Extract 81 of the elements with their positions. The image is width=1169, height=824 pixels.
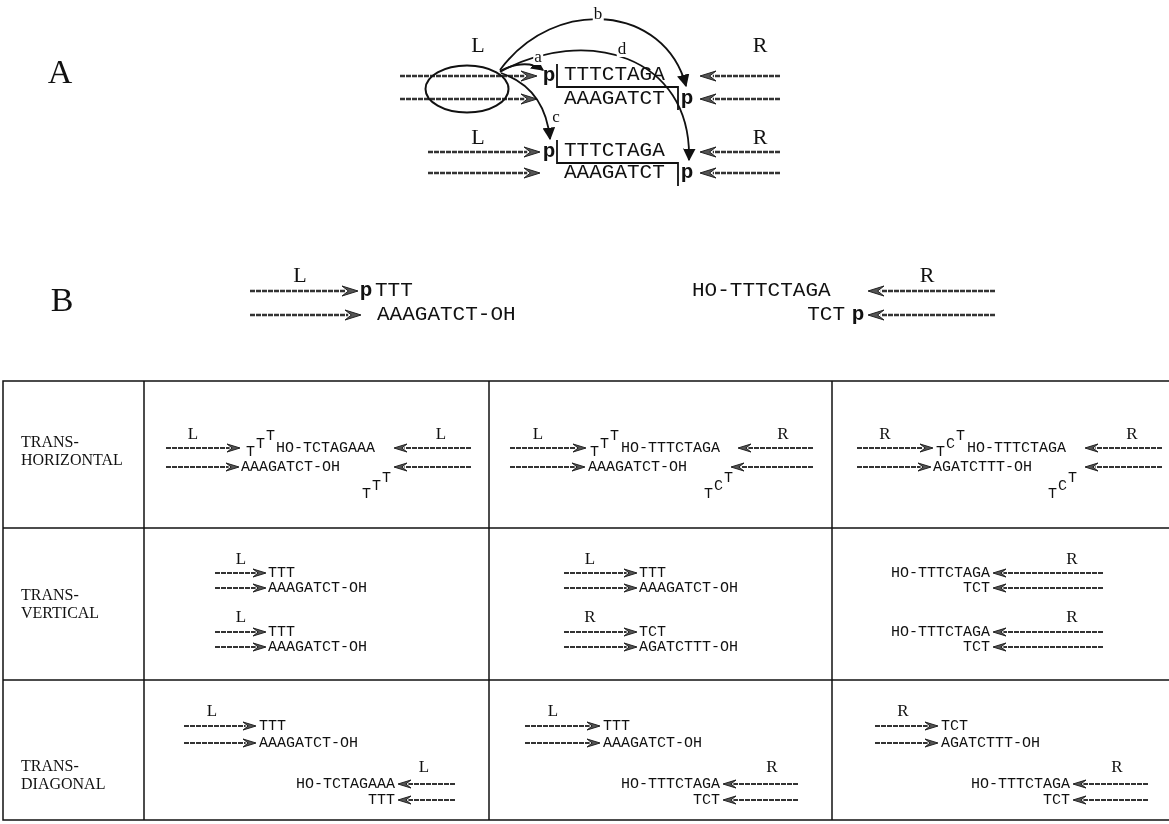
strand-label: L xyxy=(187,424,199,444)
strand-label: R xyxy=(1111,757,1123,777)
sequence-text: TTT xyxy=(259,717,286,735)
strand-label: L xyxy=(532,424,544,444)
strand-label: L xyxy=(235,549,247,569)
sequence-text: AGATCTTT-OH xyxy=(639,638,739,656)
sequence-text: TTT xyxy=(590,427,620,461)
strand-label: R xyxy=(897,701,909,721)
strand-label: R xyxy=(766,757,778,777)
strand-label: L xyxy=(235,607,247,627)
phosphate-label: p xyxy=(851,303,865,327)
strand-label: R xyxy=(1066,549,1078,569)
sequence-text: TCT xyxy=(1043,791,1070,809)
panel-letter: A xyxy=(47,52,73,92)
sequence-text: AGATCTTT-OH xyxy=(941,734,1041,752)
curved-arrow xyxy=(500,72,555,141)
sequence-text: AAAGATCT-OH xyxy=(241,458,341,476)
sequence-text: HO-TCTAGAAA xyxy=(295,775,395,793)
oval-outline xyxy=(424,64,510,114)
strand-label: R xyxy=(777,424,789,444)
strand-label: L xyxy=(584,549,596,569)
curved-arrow xyxy=(499,49,695,162)
phosphate-label: p xyxy=(542,141,556,163)
phosphate-label: p xyxy=(680,88,694,110)
sequence-text: AAAGATCT xyxy=(564,86,665,112)
sequence-text: TCT xyxy=(963,579,990,597)
sequence-text: AAAGATCT-OH xyxy=(268,638,368,656)
strand-label: R xyxy=(919,262,935,288)
edge-label: d xyxy=(616,41,628,57)
phosphate-label: p xyxy=(542,65,556,87)
panel-letter: B xyxy=(50,280,74,320)
sequence-text: HO-TTTCTAGA xyxy=(620,775,720,793)
row-header: TRANS- DIAGONAL xyxy=(21,757,107,793)
sequence-text: TTT xyxy=(375,279,413,303)
row-header: TRANS- VERTICAL xyxy=(21,586,101,622)
strand-label: R xyxy=(752,32,768,58)
strand-label: L xyxy=(206,701,218,721)
sequence-text: AAAGATCT-OH xyxy=(377,303,516,327)
sequence-text: AAAGATCT-OH xyxy=(268,579,368,597)
sequence-text: AAAGATCT-OH xyxy=(588,458,688,476)
strand-label: L xyxy=(471,32,485,58)
strand-label: R xyxy=(584,607,596,627)
sequence-text: HO-TTTCTAGA xyxy=(621,439,721,457)
strand-label: R xyxy=(1126,424,1138,444)
strand-label: L xyxy=(418,757,430,777)
sequence-text: HO-TTTCTAGA xyxy=(692,279,831,303)
sequence-text: AAAGATCT-OH xyxy=(603,734,703,752)
sequence-text: HO-TCTAGAAA xyxy=(276,439,376,457)
strand-label: L xyxy=(435,424,447,444)
sequence-text: AAAGATCT-OH xyxy=(639,579,739,597)
sequence-text: TTT xyxy=(362,469,392,503)
sequence-text: AGATCTTT-OH xyxy=(933,458,1033,476)
sequence-text: TCT xyxy=(693,791,720,809)
sequence-text: TCT xyxy=(639,623,666,641)
sequence-text: TTT xyxy=(268,623,295,641)
sequence-text: HO-TTTCTAGA xyxy=(967,439,1067,457)
sequence-text: HO-TTTCTAGA xyxy=(970,775,1070,793)
sequence-text: HO-TTTCTAGA xyxy=(890,623,990,641)
strand-label: R xyxy=(879,424,891,444)
strand-label: R xyxy=(1066,607,1078,627)
sequence-text: TTT xyxy=(639,564,666,582)
sequence-text: TCT xyxy=(936,427,966,461)
strand-label: L xyxy=(547,701,559,721)
sequence-text: TCT xyxy=(963,638,990,656)
strand-label: L xyxy=(471,124,485,150)
phosphate-label: p xyxy=(680,162,694,184)
strand-label: L xyxy=(293,262,307,288)
sequence-text: TTT xyxy=(368,791,395,809)
sequence-text: TCT xyxy=(941,717,968,735)
sequence-text: TTT xyxy=(603,717,630,735)
sequence-text: TTT xyxy=(246,427,276,461)
sequence-text: HO-TTTCTAGA xyxy=(890,564,990,582)
sequence-text: TCT xyxy=(1048,469,1078,503)
phosphate-label: p xyxy=(359,279,373,303)
edge-label: b xyxy=(592,6,604,22)
sequence-text: TTT xyxy=(268,564,295,582)
sequence-text: AAAGATCT-OH xyxy=(259,734,359,752)
strand-label: R xyxy=(752,124,768,150)
sequence-text: TCT xyxy=(807,303,845,327)
sequence-text: TCT xyxy=(704,469,734,503)
row-header: TRANS- HORIZONTAL xyxy=(21,433,124,469)
